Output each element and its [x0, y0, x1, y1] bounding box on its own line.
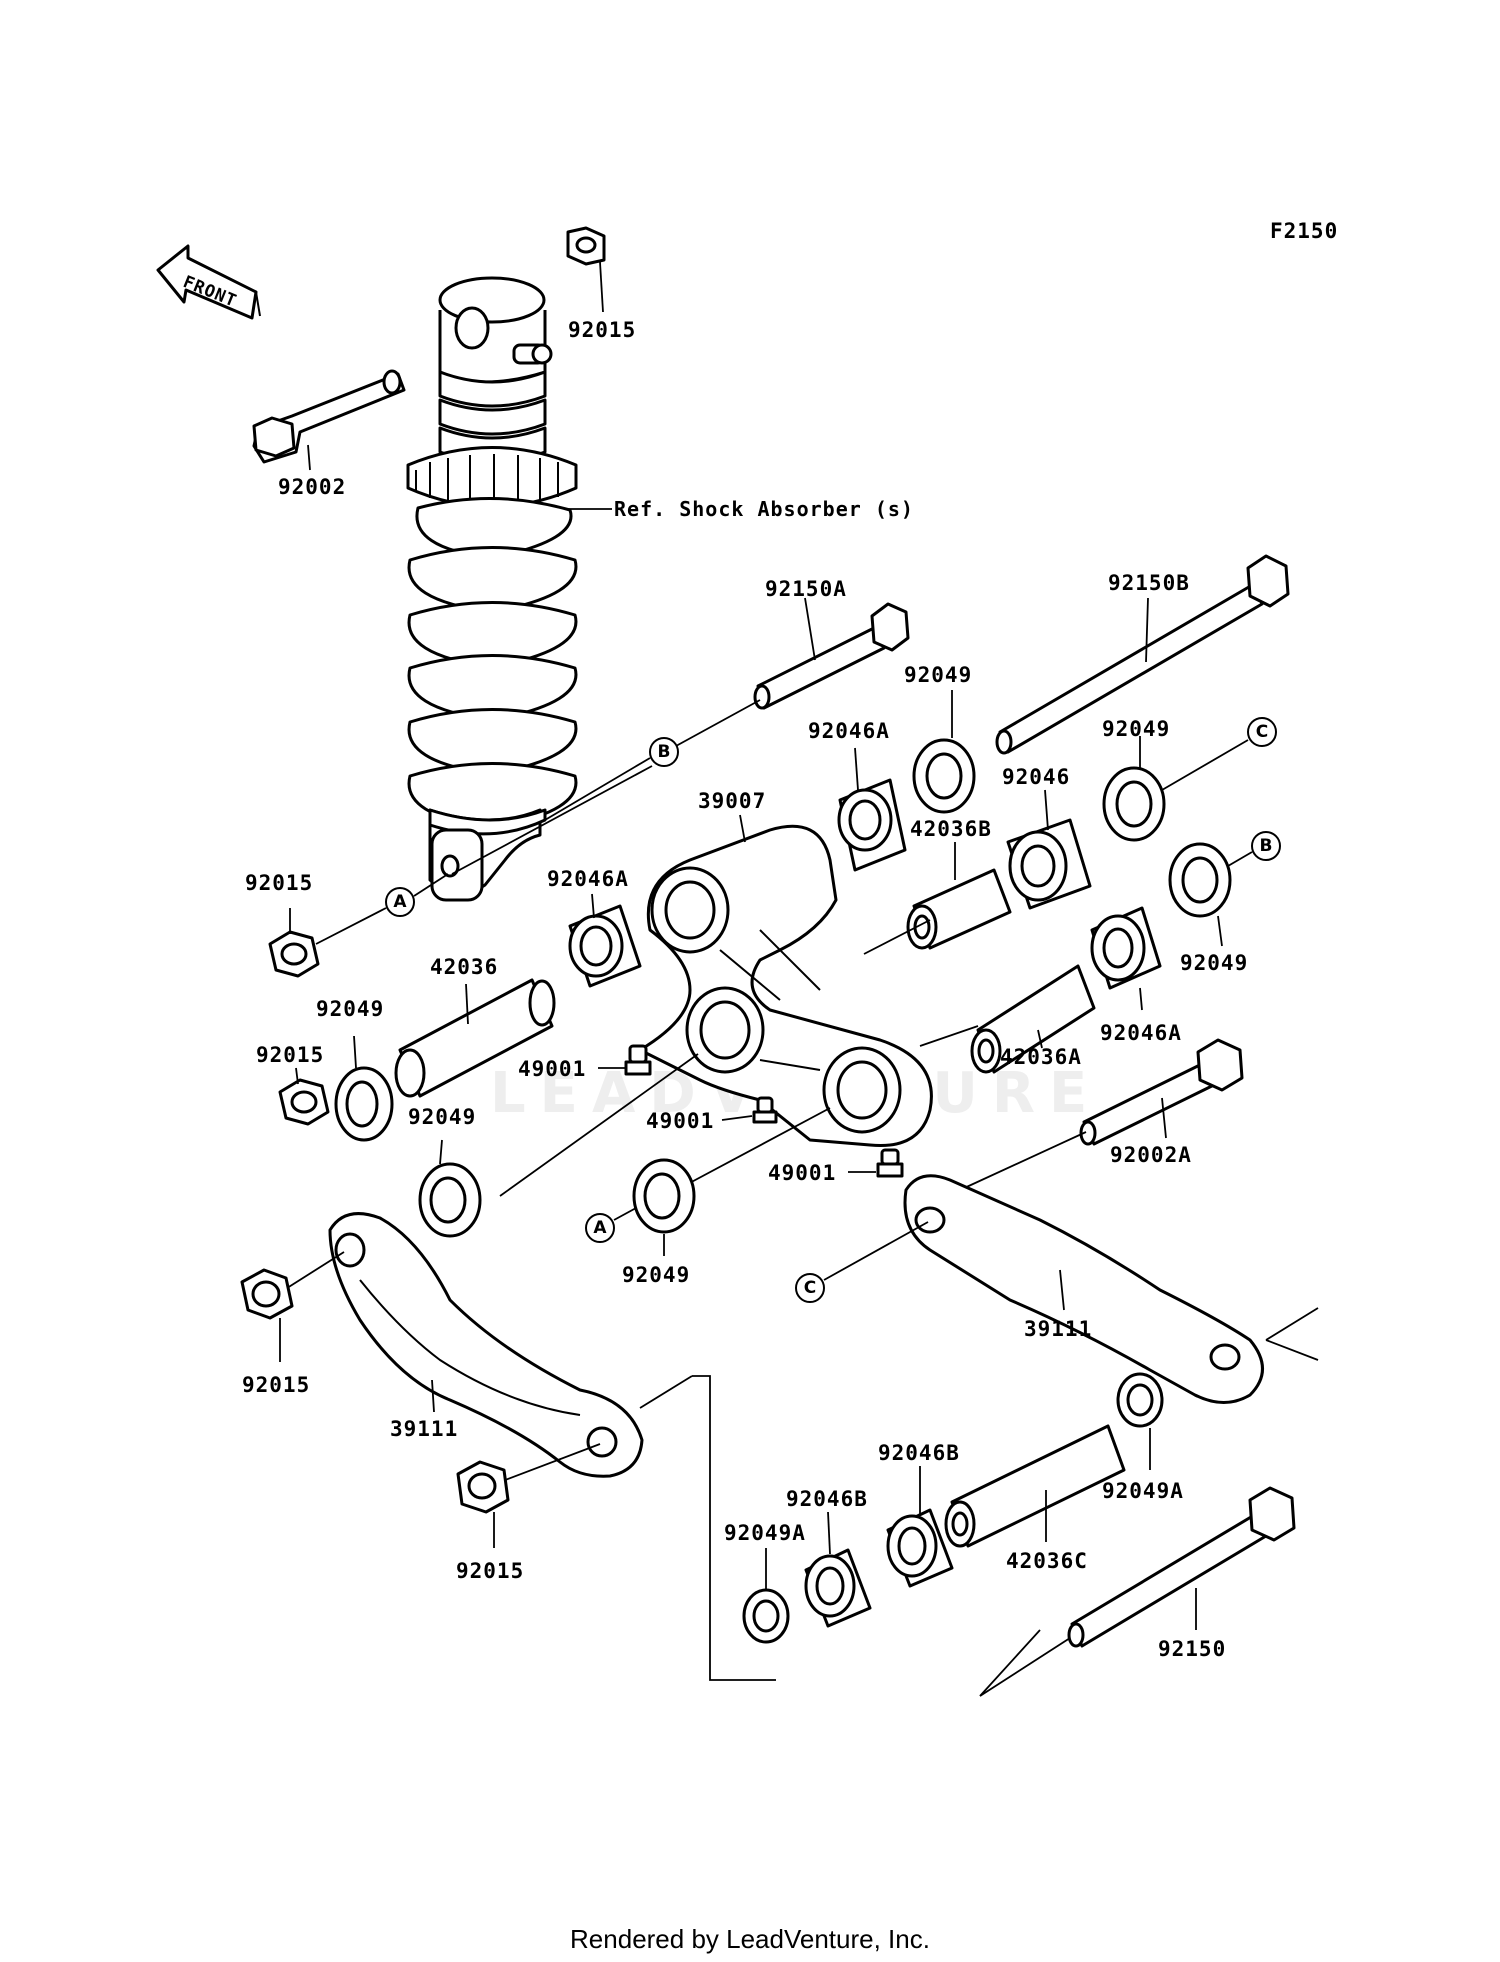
- seal-92049-6: [632, 1158, 696, 1234]
- seal-92049-1: [912, 738, 976, 814]
- label-42036b: 42036B: [910, 817, 992, 841]
- svg-text:A: A: [593, 1218, 607, 1238]
- collar-42036a: [970, 964, 1096, 1074]
- tie-rod-39111-left: [328, 1212, 644, 1478]
- grease-fitting-49001-1: [624, 1044, 652, 1076]
- label-92049a-1: 92049A: [724, 1521, 806, 1545]
- label-92049-6: 92049: [622, 1263, 690, 1287]
- nut-92015-bottom: [456, 1460, 510, 1514]
- label-92015-bottom: 92015: [456, 1559, 524, 1583]
- rocker-arm-39007: [638, 824, 933, 1148]
- label-49001-2: 49001: [646, 1109, 714, 1133]
- bearing-92046: [1006, 818, 1092, 910]
- bearing-92046b-1: [804, 1548, 872, 1628]
- shock-absorber: [406, 276, 578, 902]
- callout-b-right: B: [1251, 831, 1281, 861]
- callout-c-top: C: [1247, 717, 1277, 747]
- label-92002: 92002: [278, 475, 346, 499]
- bearing-92046a-3: [1090, 906, 1162, 990]
- label-92046a-2: 92046A: [547, 867, 629, 891]
- collar-42036: [394, 978, 556, 1098]
- label-92046b-2: 92046B: [878, 1441, 960, 1465]
- label-92046: 92046: [1002, 765, 1070, 789]
- svg-text:B: B: [1260, 836, 1273, 856]
- label-92150b: 92150B: [1108, 571, 1190, 595]
- label-49001-1: 49001: [518, 1057, 586, 1081]
- tie-rod-39111-right: [903, 1174, 1264, 1404]
- seal-92049-2: [1102, 766, 1166, 842]
- label-92150: 92150: [1158, 1637, 1226, 1661]
- bearing-92046b-2: [886, 1508, 954, 1588]
- label-92015-left: 92015: [245, 871, 313, 895]
- callout-b-left: B: [649, 737, 679, 767]
- label-92150a: 92150A: [765, 577, 847, 601]
- callout-a-lower: A: [585, 1213, 615, 1243]
- collar-42036c: [944, 1424, 1126, 1548]
- svg-text:B: B: [658, 742, 671, 762]
- ref-shock-absorber: Ref. Shock Absorber (s): [614, 497, 914, 521]
- label-92049-4: 92049: [316, 997, 384, 1021]
- seal-92049-4: [334, 1066, 394, 1142]
- seal-92049a-2: [1116, 1372, 1164, 1428]
- bolt-92002a: [1079, 1038, 1244, 1146]
- grease-fitting-49001-3: [876, 1148, 904, 1178]
- label-92049-3: 92049: [1180, 951, 1248, 975]
- nut-92015-top: [566, 226, 606, 266]
- bolt-92150a: [753, 602, 910, 710]
- label-49001-3: 49001: [768, 1161, 836, 1185]
- label-39111-right: 39111: [1024, 1317, 1092, 1341]
- label-92046a-3: 92046A: [1100, 1021, 1182, 1045]
- footer-credit: Rendered by LeadVenture, Inc.: [570, 1924, 930, 1954]
- collar-42036b: [906, 868, 1012, 950]
- label-92046b-1: 92046B: [786, 1487, 868, 1511]
- label-92049-5: 92049: [408, 1105, 476, 1129]
- seal-92049a-1: [742, 1588, 790, 1644]
- bolt-92002: [252, 369, 406, 464]
- label-92015-top: 92015: [568, 318, 636, 342]
- label-92015-low: 92015: [242, 1373, 310, 1397]
- label-42036a: 42036A: [1000, 1045, 1082, 1069]
- svg-text:C: C: [1256, 722, 1268, 742]
- bearing-92046a-2: [568, 904, 642, 988]
- callout-a-left: A: [385, 887, 415, 917]
- nut-92015-low: [240, 1268, 294, 1320]
- label-39007: 39007: [698, 789, 766, 813]
- nut-92015-mid: [278, 1078, 330, 1126]
- label-92049-1: 92049: [904, 663, 972, 687]
- figure-code: F2150: [1270, 219, 1338, 243]
- label-92049-2: 92049: [1102, 717, 1170, 741]
- seal-92049-3: [1168, 842, 1232, 918]
- label-92046a-1: 92046A: [808, 719, 890, 743]
- bolt-92150b: [995, 554, 1290, 755]
- grease-fitting-49001-2: [752, 1096, 778, 1124]
- label-92015-mid: 92015: [256, 1043, 324, 1067]
- svg-text:C: C: [804, 1278, 816, 1298]
- label-42036c: 42036C: [1006, 1549, 1088, 1573]
- label-39111-left: 39111: [390, 1417, 458, 1441]
- label-92002a: 92002A: [1110, 1143, 1192, 1167]
- nut-92015-left: [268, 930, 320, 978]
- bearing-92046a-1: [837, 778, 907, 872]
- label-92049a-2: 92049A: [1102, 1479, 1184, 1503]
- seal-92049-5: [418, 1162, 482, 1238]
- bolt-92150: [1067, 1486, 1296, 1648]
- label-42036: 42036: [430, 955, 498, 979]
- callout-c-lower: C: [795, 1273, 825, 1303]
- front-arrow-icon: FRONT: [156, 244, 261, 320]
- svg-text:A: A: [393, 892, 407, 912]
